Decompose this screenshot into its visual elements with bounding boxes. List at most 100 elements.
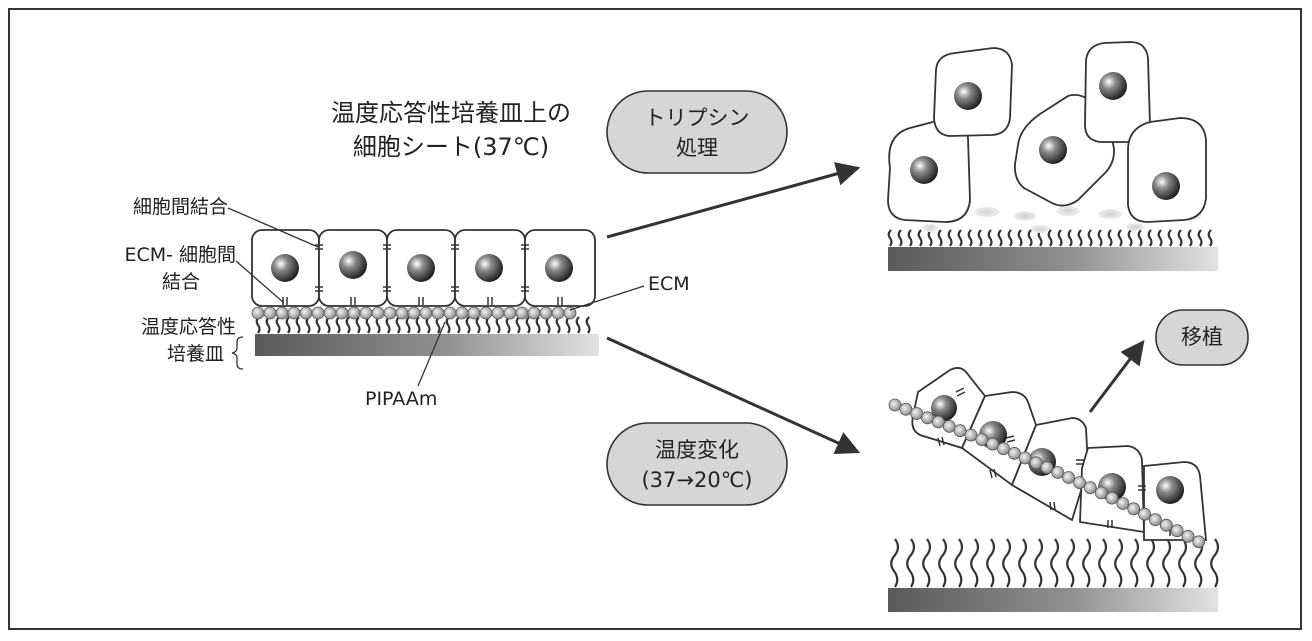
- nucleus: [1152, 172, 1180, 200]
- polymer-chain: [949, 230, 952, 246]
- polymer-chain: [317, 317, 320, 333]
- pill-transplant-text: 移植: [1156, 322, 1248, 352]
- ecm-bead: [396, 307, 408, 319]
- nucleus: [407, 254, 435, 282]
- ecm-bead: [360, 307, 372, 319]
- pill-trypsin-text: トリプシン 処理: [607, 103, 787, 163]
- ecm-bead: [1095, 487, 1107, 499]
- nucleus: [475, 254, 503, 282]
- label-temperature-responsive-dish: 温度応答性 培養皿: [60, 314, 236, 368]
- polymer-chain: [1169, 230, 1172, 246]
- polymer-chain: [1009, 230, 1012, 246]
- polymer-chain: [929, 230, 932, 246]
- polymer-chain: [1163, 539, 1170, 587]
- polymer-chain: [939, 539, 946, 587]
- polymer-chain: [1199, 230, 1202, 246]
- polymer-chain: [417, 317, 420, 333]
- polymer-chain: [1131, 539, 1138, 587]
- nucleus: [954, 82, 982, 110]
- ecm-bead: [1160, 519, 1172, 531]
- polymer-chain: [1059, 230, 1062, 246]
- ecm-bead: [1008, 447, 1020, 459]
- ecm-bead: [252, 307, 264, 319]
- ecm-bead: [932, 416, 944, 428]
- polymer-chain: [477, 317, 480, 333]
- ecm-bead: [444, 307, 456, 319]
- polymer-chain: [1179, 539, 1186, 587]
- polymer-chain: [537, 317, 540, 333]
- polymer-chain: [547, 317, 550, 333]
- pill-temperature-text: 温度変化 (37→20℃): [607, 435, 787, 495]
- polymer-chain: [1119, 230, 1122, 246]
- polymer-chain: [999, 230, 1002, 246]
- ecm-bead: [456, 307, 468, 319]
- polymer-chain: [959, 230, 962, 246]
- trypsin-dish: [888, 247, 1218, 271]
- ecm-bead: [987, 438, 999, 450]
- ecm-bead: [976, 434, 988, 446]
- polymer-chain: [357, 317, 360, 333]
- nucleus: [1039, 136, 1067, 164]
- polymer-chain: [919, 230, 922, 246]
- ecm-bead: [1117, 498, 1129, 510]
- polymer-chain: [1179, 230, 1182, 246]
- ecm-bead: [900, 403, 912, 415]
- nucleus: [339, 251, 367, 279]
- polymer-chain: [1089, 230, 1092, 246]
- polymer-chain: [587, 317, 590, 333]
- polymer-chain: [517, 317, 520, 333]
- ecm-bead: [264, 307, 276, 319]
- polymer-chain: [487, 317, 490, 333]
- ecm-bead: [998, 443, 1010, 455]
- ecm-bead: [1041, 462, 1053, 474]
- polymer-chain: [1109, 230, 1112, 246]
- polymer-chain: [277, 317, 280, 333]
- polymer-chain: [427, 317, 430, 333]
- polymer-chain: [1209, 230, 1212, 246]
- polymer-chain: [1149, 230, 1152, 246]
- diagram-title: 温度応答性培養皿上の 細胞シート(37℃): [306, 96, 596, 164]
- polymer-chain: [955, 539, 962, 587]
- label-pipaam: PIPAAm: [365, 388, 437, 410]
- left-dish: [255, 334, 599, 356]
- ecm-bead: [276, 307, 288, 319]
- ecm-bead: [432, 307, 444, 319]
- ecm-bead: [911, 408, 923, 420]
- label-dish-line-1: 温度応答性: [60, 314, 236, 341]
- polymer-chain: [397, 317, 400, 333]
- polymer-chain: [979, 230, 982, 246]
- polymer-chain: [969, 230, 972, 246]
- polymer-chain: [1129, 230, 1132, 246]
- polymer-chain: [447, 317, 450, 333]
- polymer-chain: [1083, 539, 1090, 587]
- title-line-1: 温度応答性培養皿上の: [306, 96, 596, 130]
- pill-temperature-line-1: 温度変化: [607, 435, 787, 465]
- polymer-chain: [989, 230, 992, 246]
- ecm-bead: [1063, 472, 1075, 484]
- ecm-bead: [1084, 482, 1096, 494]
- arrow-to-transplant: [1090, 342, 1143, 412]
- label-ecm-cell-junction: ECM- 細胞間 結合: [60, 242, 236, 296]
- polymer-chain: [907, 539, 914, 587]
- polymer-chain: [1115, 539, 1122, 587]
- polymer-chain: [567, 317, 570, 333]
- ecm-bead: [965, 429, 977, 441]
- polymer-chain: [267, 317, 270, 333]
- polymer-chain: [1211, 539, 1218, 587]
- polymer-chain: [367, 317, 370, 333]
- polymer-chain: [1099, 230, 1102, 246]
- polymer-chain: [307, 317, 310, 333]
- label-dish-line-2: 培養皿: [60, 341, 236, 368]
- label-ecm-cell-junction-line-1: ECM- 細胞間: [60, 242, 236, 269]
- pill-trypsin-line-2: 処理: [607, 133, 787, 163]
- ecm-bead: [540, 307, 552, 319]
- polymer-chain: [437, 317, 440, 333]
- ecm-bead: [480, 307, 492, 319]
- ecm-bead: [954, 425, 966, 437]
- pill-trypsin-line-1: トリプシン: [607, 103, 787, 133]
- polymer-chain: [327, 317, 330, 333]
- polymer-chain: [577, 317, 580, 333]
- polymer-chain: [1019, 539, 1026, 587]
- polymer-chain: [987, 539, 994, 587]
- ecm-bead: [1052, 467, 1064, 479]
